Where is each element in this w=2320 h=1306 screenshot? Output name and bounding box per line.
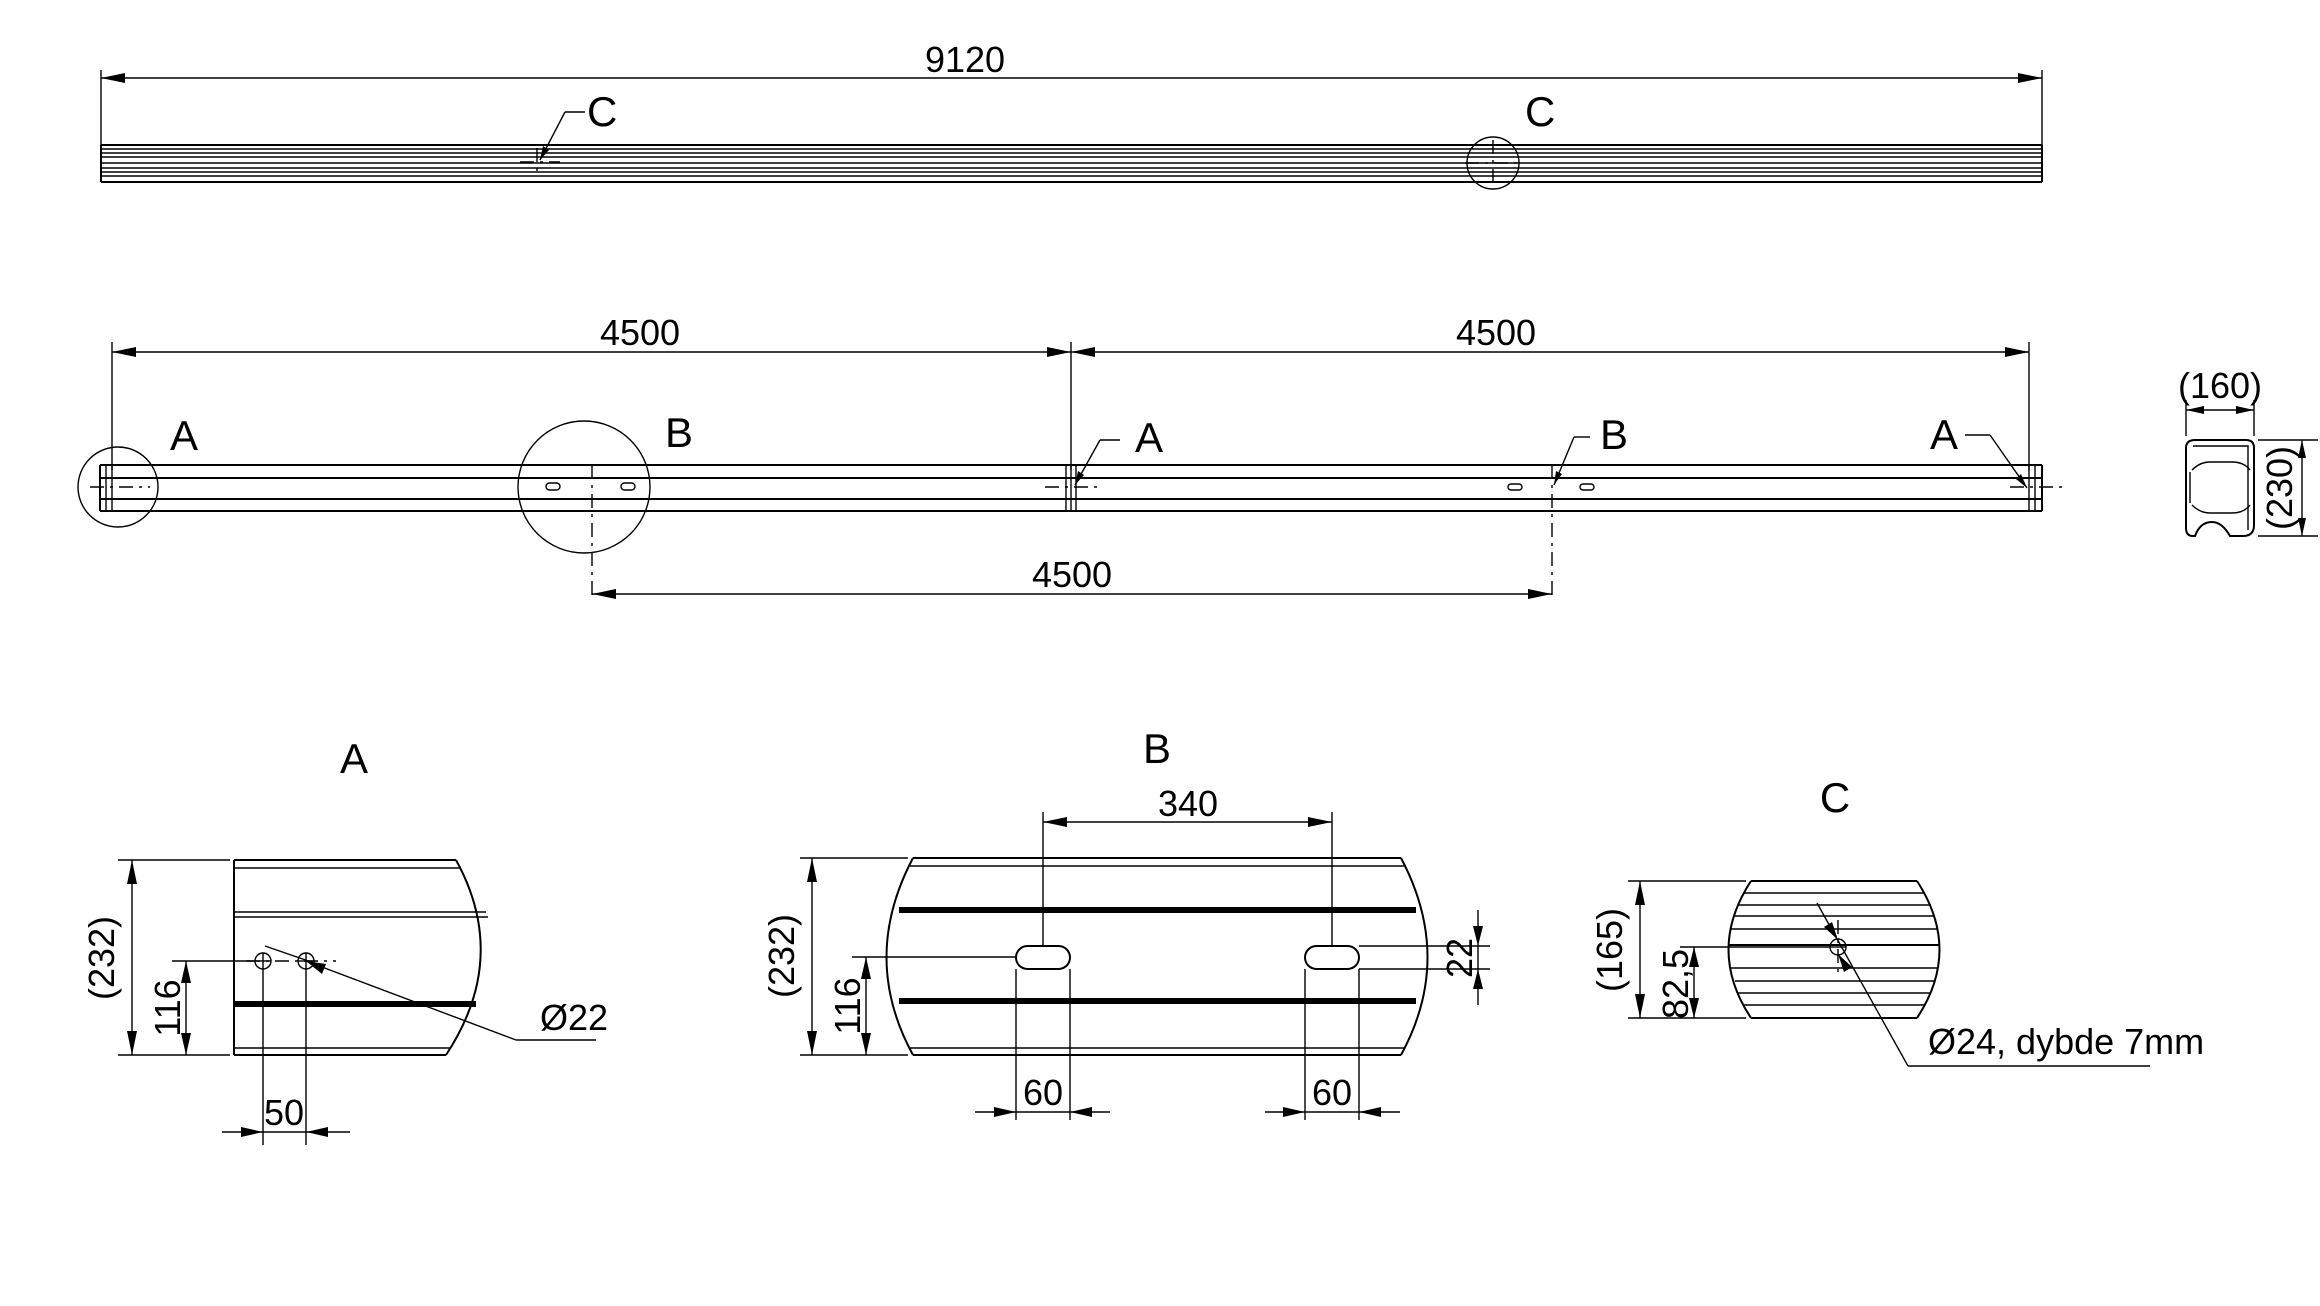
detail-b-spacing: 340 [1158,783,1218,824]
detail-b-height: (232) [761,914,802,998]
detail-a: A (232) 116 50 [81,735,608,1145]
detail-c-height: (165) [1589,908,1630,992]
section-height-dimension: (230) [2259,446,2300,530]
marker-a-middle: A [1135,414,1163,461]
detail-b-title: B [1143,725,1171,772]
marker-c-right: C [1525,88,1555,135]
side-dim-left: 4500 [600,312,680,353]
detail-a-offset: 116 [147,979,188,1036]
detail-b-slot-left: 60 [1023,1072,1063,1113]
detail-c: C (165) 82,5 Ø24, dybde [1589,774,2204,1067]
side-dim-bottom: 4500 [1032,554,1112,595]
detail-c-title: C [1820,774,1850,821]
detail-c-offset: 82,5 [1655,949,1696,1019]
detail-b: B 340 (232) 116 [761,725,1490,1120]
detail-c-hole-spec: Ø24, dybde 7mm [1928,1021,2204,1062]
marker-a-left: A [170,412,198,459]
cross-section: (160) (230) [2178,365,2318,537]
overall-length-dimension: 9120 [925,39,1005,80]
detail-b-slot-right: 60 [1312,1072,1352,1113]
section-width-dimension: (160) [2178,365,2262,406]
detail-a-height: (232) [81,916,122,1000]
marker-a-right: A [1930,411,1958,458]
side-view: 4500 4500 A B A [77,312,2062,600]
side-dim-right: 4500 [1456,312,1536,353]
detail-b-offset: 116 [827,977,868,1034]
marker-b-left: B [665,409,693,456]
marker-b-right: B [1600,411,1628,458]
detail-a-title: A [340,735,368,782]
detail-a-spacing: 50 [264,1092,304,1133]
detail-a-hole-diameter: Ø22 [540,997,608,1038]
top-view: 9120 C C [100,39,2043,190]
marker-c-left: C [587,88,617,135]
detail-b-slot-height: 22 [1439,938,1480,978]
